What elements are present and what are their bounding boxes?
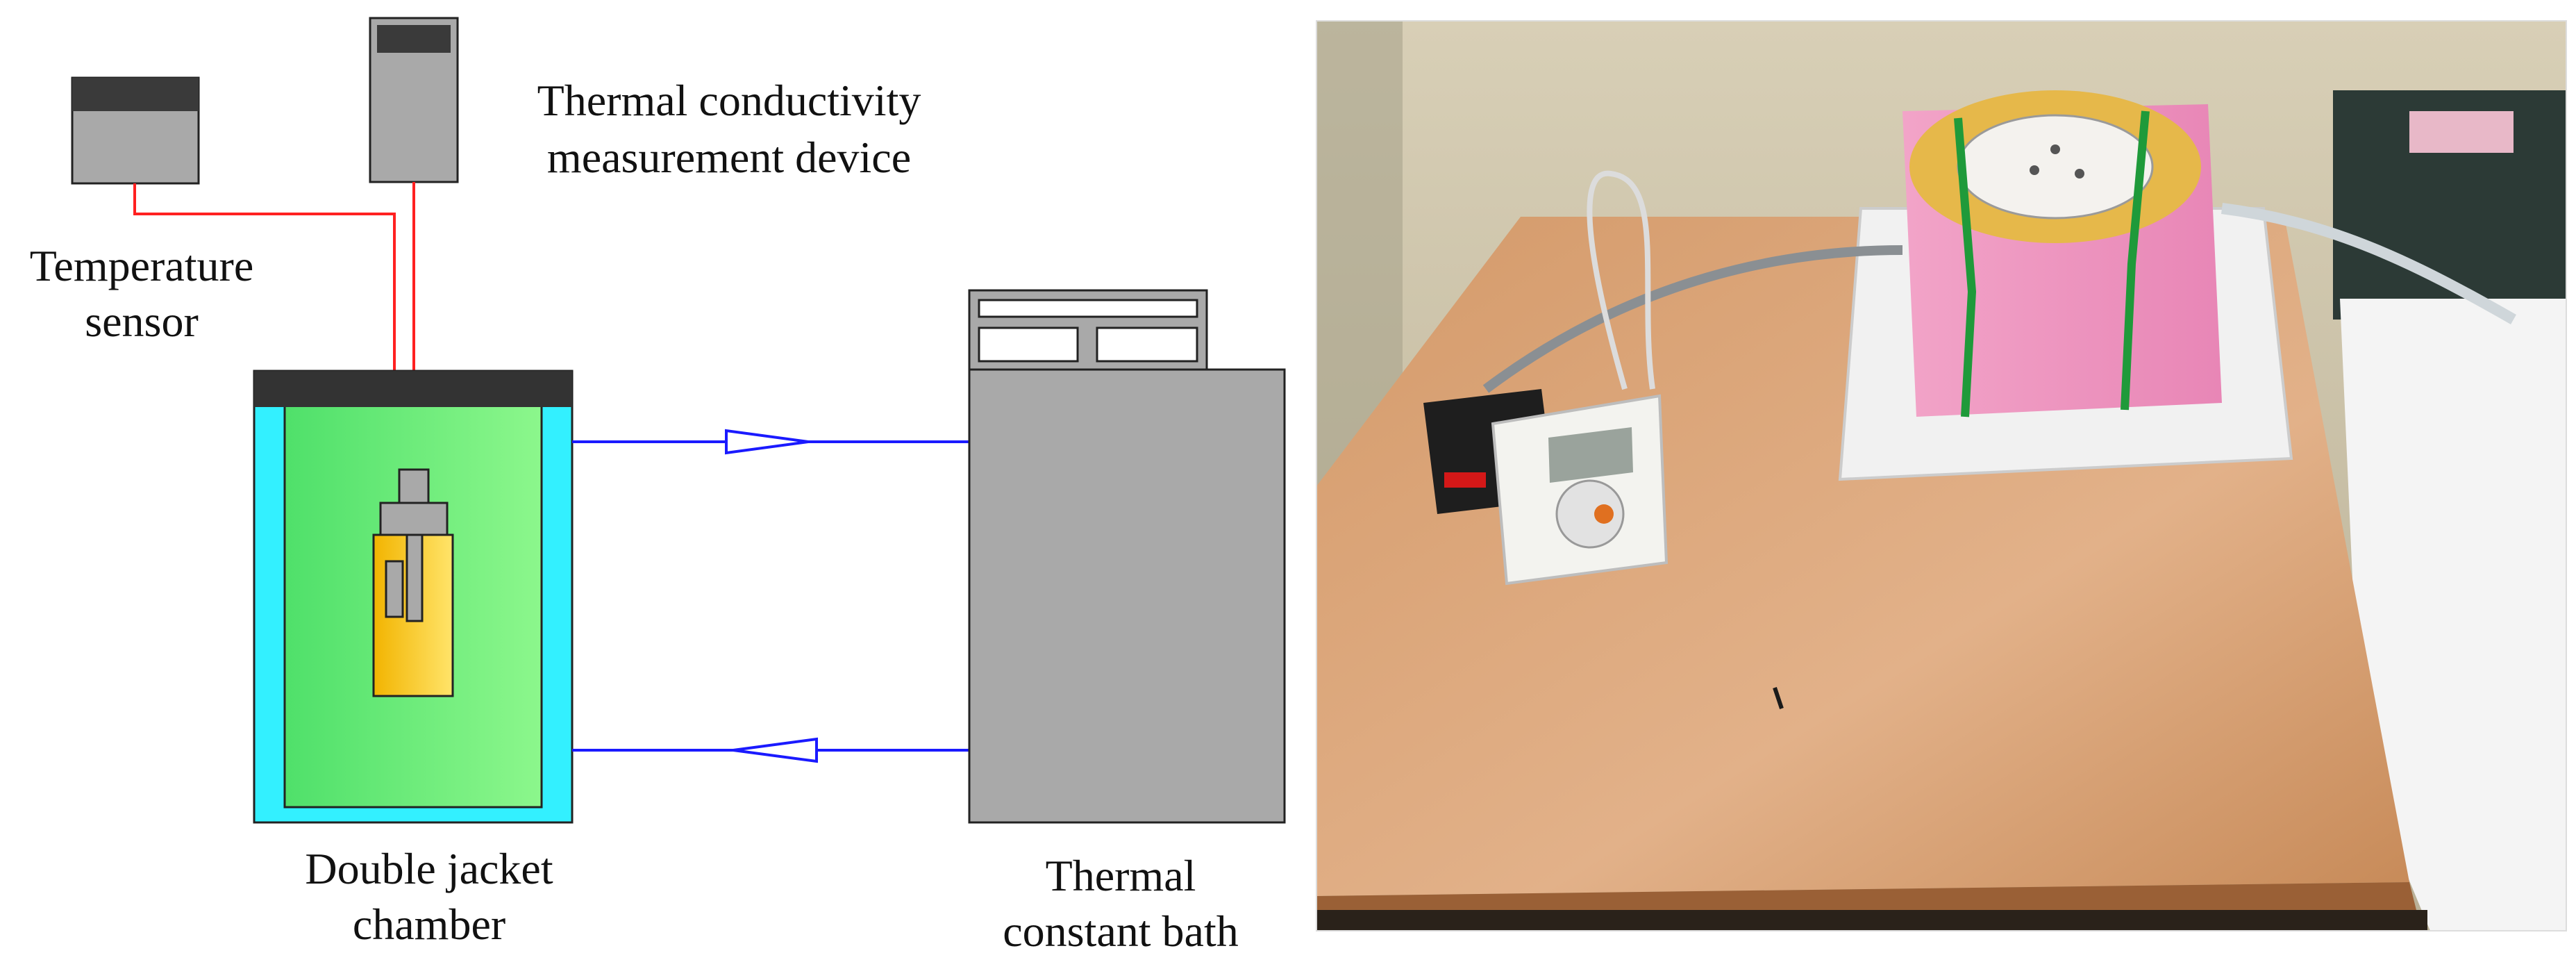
flow-arrow-in-icon xyxy=(733,737,818,763)
circulation-pipes xyxy=(572,429,971,763)
temperature-sensor-unit xyxy=(71,76,200,185)
label-chamber-line2: chamber xyxy=(353,900,505,949)
schematic: Thermal conductivity measurement device … xyxy=(30,17,1286,956)
photo-white-cooler xyxy=(2340,299,2566,931)
constant-bath-unit xyxy=(968,289,1286,824)
conductivity-device-unit xyxy=(369,17,459,183)
label-device-line1: Thermal conductivity xyxy=(537,76,921,125)
label-sensor-line1: Temperature xyxy=(30,241,253,290)
flow-arrow-out-icon xyxy=(725,429,809,455)
label-bath-line2: constant bath xyxy=(1003,906,1238,956)
label-sensor-line2: sensor xyxy=(85,297,199,346)
label-chamber-line1: Double jacket xyxy=(305,844,553,893)
photo-disc-lid xyxy=(1957,114,2154,220)
apparatus-photo xyxy=(1316,20,2567,931)
double-jacket-chamber xyxy=(253,370,574,824)
label-bath-line1: Thermal xyxy=(1046,851,1196,900)
photo-cable xyxy=(1482,245,1903,393)
label-device-line2: measurement device xyxy=(547,133,911,182)
